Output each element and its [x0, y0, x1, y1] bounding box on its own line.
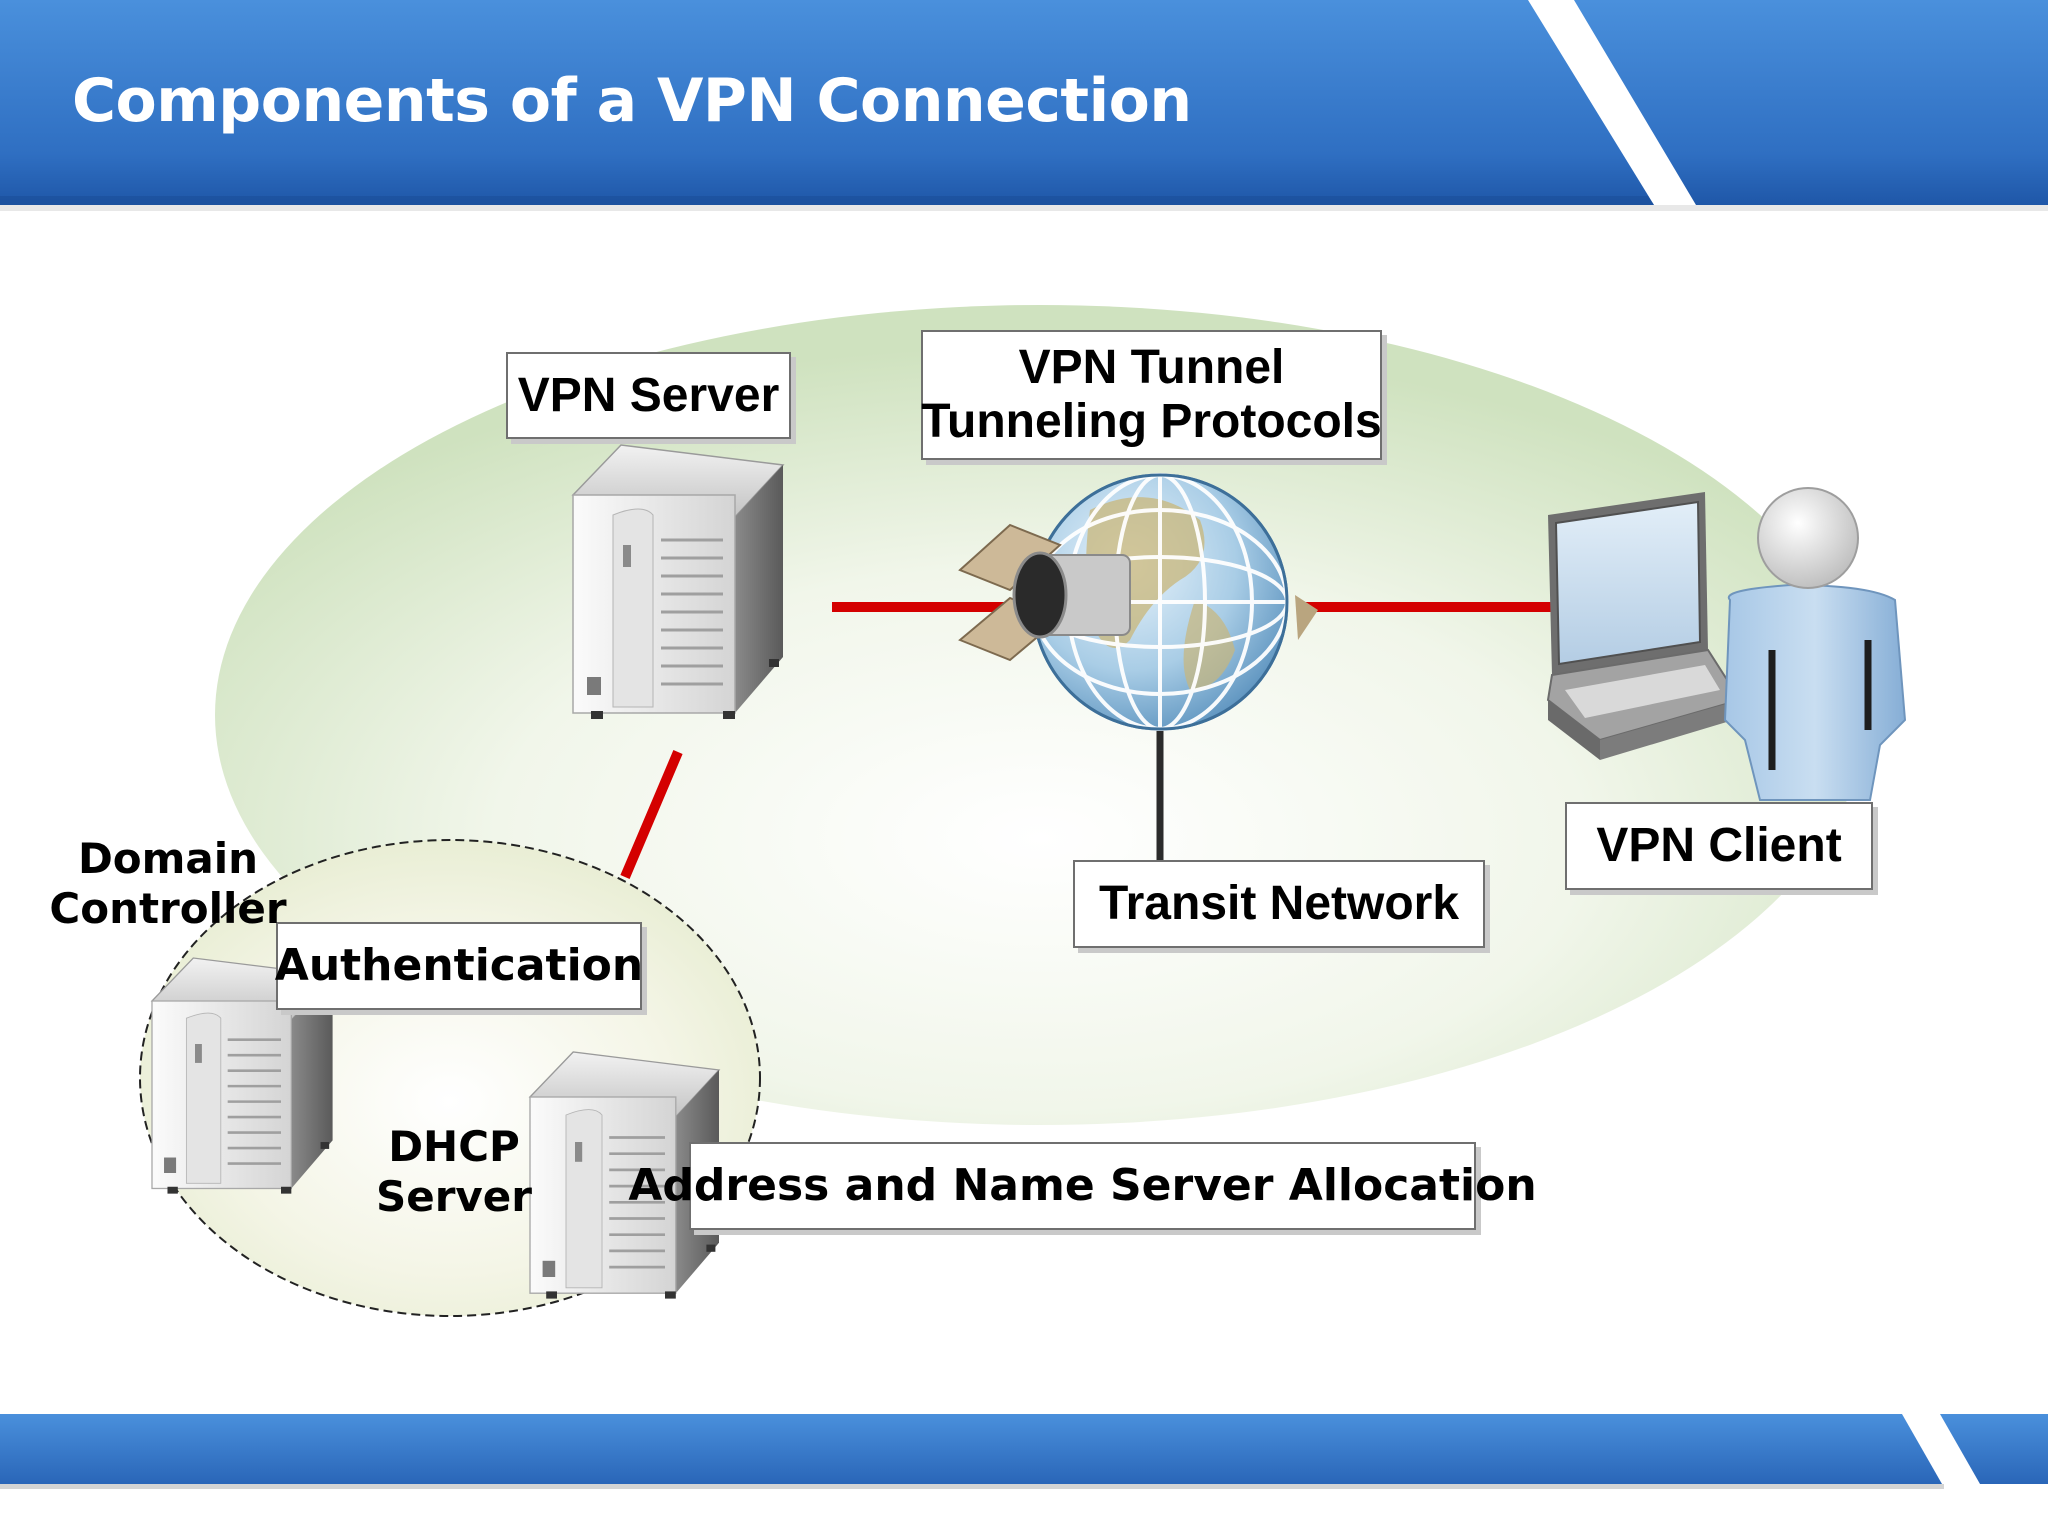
vpn-client-label: VPN Client: [1565, 802, 1873, 890]
transit-network-text: Transit Network: [1098, 877, 1460, 931]
footer-band: [0, 1414, 2048, 1489]
authentication-text: Authentication: [274, 940, 644, 992]
controller-text: Controller: [49, 884, 287, 934]
dhcp-text: DHCP: [388, 1122, 520, 1171]
vpn-tunnel-label: VPN Tunnel Tunneling Protocols: [921, 330, 1382, 460]
laptop-icon: [1546, 492, 1742, 760]
domain-controller-label: Domain Controller: [48, 834, 288, 935]
vpn-server-label: VPN Server: [506, 352, 791, 439]
tunneling-protocols-text: Tunneling Protocols: [921, 395, 1382, 448]
transit-network-label: Transit Network: [1073, 860, 1485, 948]
user-icon: [1723, 487, 1907, 801]
vpn-server-text: VPN Server: [517, 368, 780, 422]
vpn-tunnel-text: VPN Tunnel: [1018, 341, 1285, 395]
server-text: Server: [375, 1172, 533, 1222]
dhcp-server-label: DHCP Server: [366, 1122, 542, 1223]
header-band: [0, 0, 2048, 211]
vpn-client-text: VPN Client: [1596, 819, 1842, 873]
address-allocation-text: Address and Name Server Allocation: [628, 1160, 1537, 1212]
globe-icon: [1031, 473, 1289, 731]
tunnel-icon: [958, 523, 1318, 662]
slide-title: Components of a VPN Connection: [72, 66, 1192, 136]
authentication-label: Authentication: [274, 922, 644, 1010]
domain-text: Domain: [77, 834, 259, 883]
address-allocation-label: Address and Name Server Allocation: [628, 1142, 1537, 1230]
vpn-server-icon: [571, 443, 785, 721]
